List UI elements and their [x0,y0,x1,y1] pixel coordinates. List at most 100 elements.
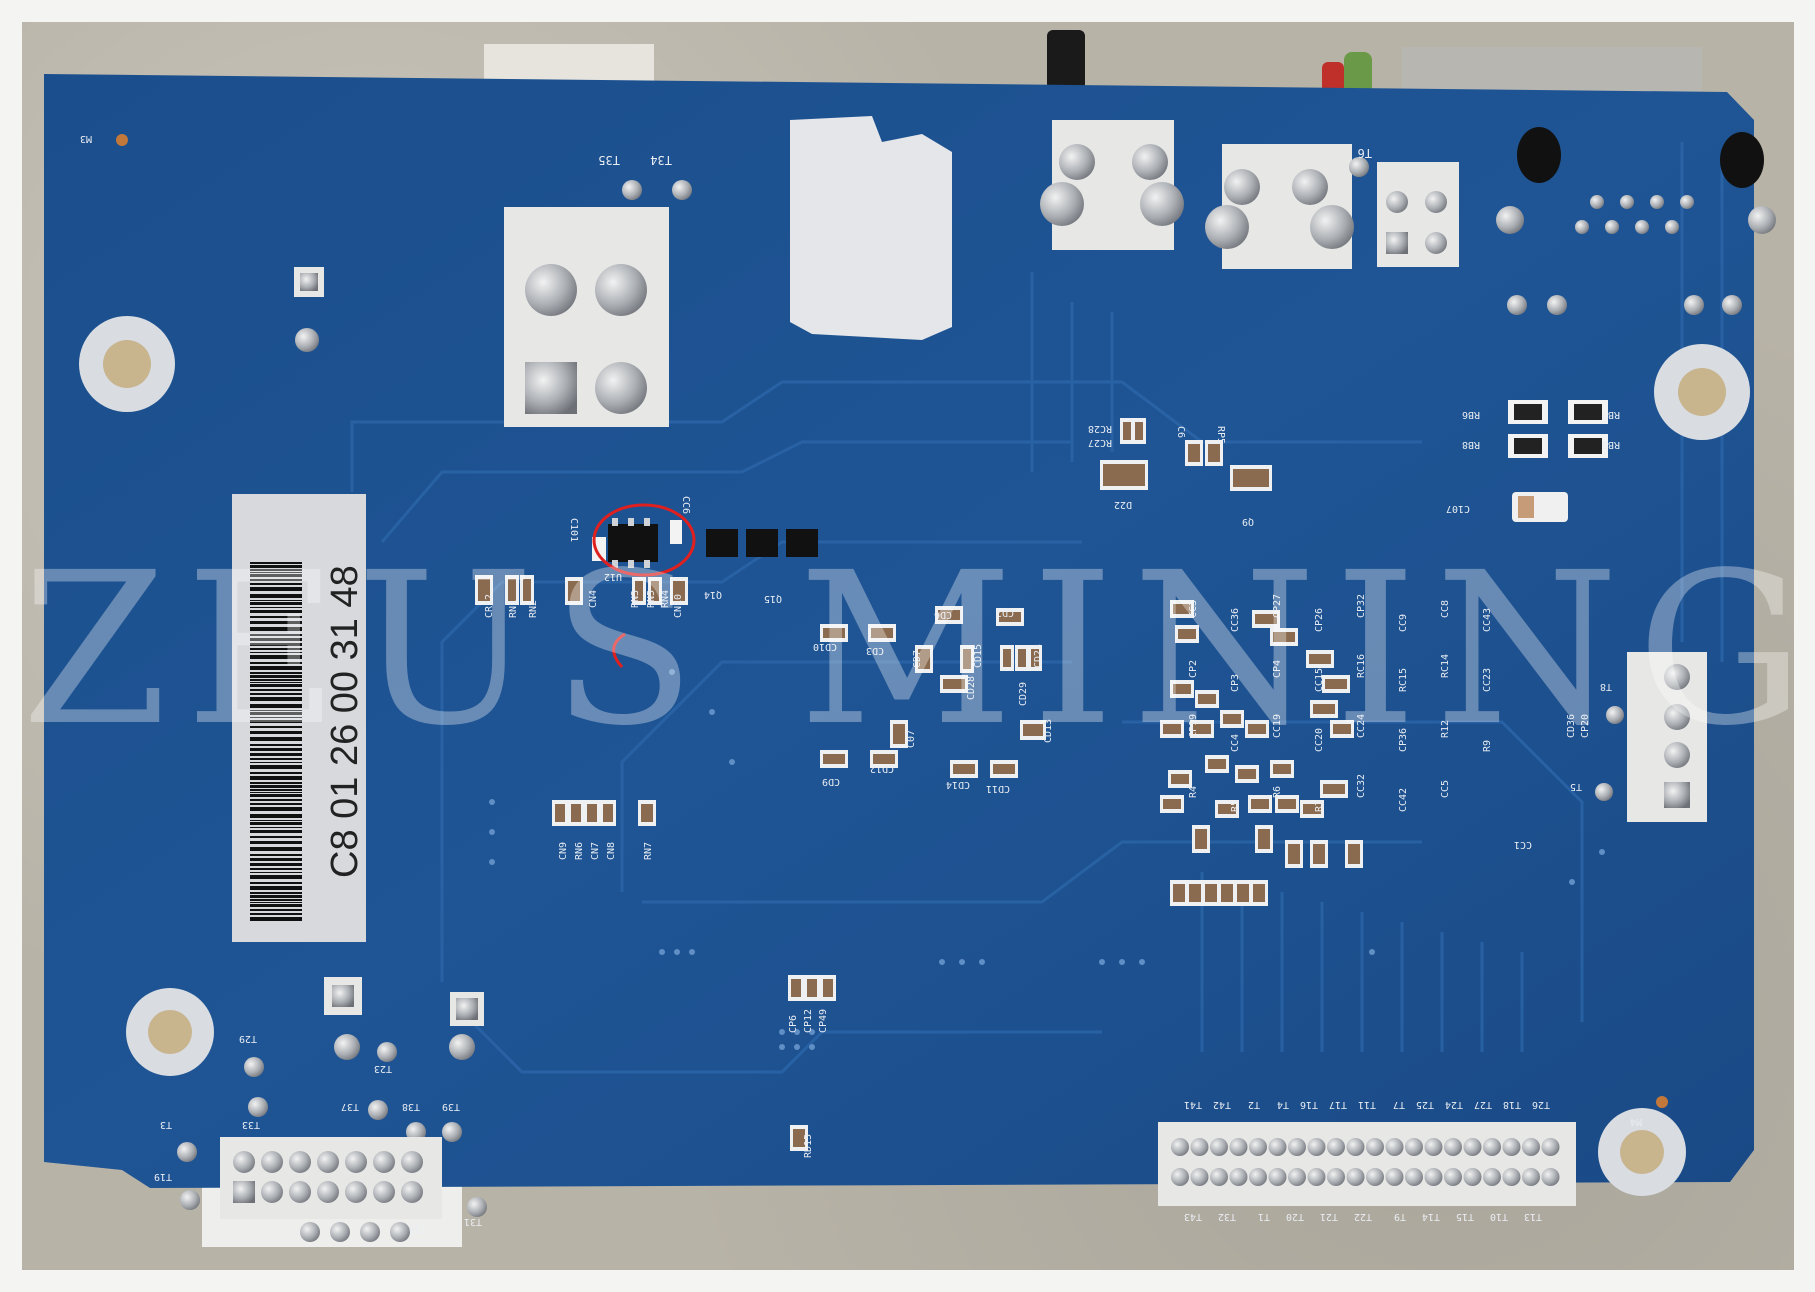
silk-t29: T29 [239,1033,257,1044]
smd-body [1173,684,1191,694]
smd-body [1003,649,1011,667]
header-pin [1346,1138,1365,1156]
barrel-jack [1047,30,1085,90]
silk-right-label: CP26 [1314,608,1325,632]
silk-right-label: CP36 [1398,728,1409,752]
silk-c6: C6 [1175,426,1186,438]
barcode-bar [250,666,302,670]
silk-t37: T37 [341,1101,359,1112]
smd-body [943,679,965,689]
silk-cd3: CD3 [866,645,884,656]
header-pin [1210,1168,1228,1186]
barcode-bar [250,758,302,760]
barcode-bar [250,569,302,571]
header-pin [1366,1168,1384,1186]
silk-header-top-label: T18 [1503,1099,1521,1110]
silk-rd15: RD15 [803,1134,814,1158]
header-pin [1288,1168,1306,1186]
header-pin [1346,1168,1365,1186]
smd-body [823,754,845,764]
header-pin [1444,1168,1462,1186]
smd-body [1288,844,1300,864]
silk-c107: C107 [1446,503,1470,514]
silk-header-top-label: T11 [1358,1099,1376,1110]
silk-header-bottom-label: T22 [1354,1211,1372,1222]
header-pin [1405,1138,1423,1156]
smd-components [475,418,1363,1151]
pcb-photo: C8 01 26 00 31 48 T35 T34 [22,22,1794,1270]
smd-body [1313,844,1325,864]
silk-right-label: CC42 [1398,788,1409,812]
barcode-bar [250,562,302,564]
smd-body [568,581,580,601]
header-pin [1190,1168,1209,1186]
silk-rn1: RN1 [508,600,519,618]
barcode-bar [250,847,302,851]
silk-header-bottom-label: T13 [1524,1211,1542,1222]
barcode-bar [250,594,302,598]
smd-body [953,764,975,774]
barcode-bar [250,679,302,681]
silk-right-label: R9 [1482,740,1493,752]
smd-body [1188,444,1200,462]
header-pin [1210,1138,1228,1156]
silk-rc27: RC27 [1088,437,1112,448]
barcode-bar [250,693,302,695]
smd-body [1189,884,1201,902]
smd-body [1163,799,1181,809]
silk-rb5: RB5 [1602,439,1620,450]
barcode-bar [250,899,302,901]
silk-right-label: R6 [1272,786,1283,798]
serial-number: C8 01 26 00 31 48 [324,565,366,878]
barcode-bar [250,830,302,833]
silk-cd28: CD28 [966,676,977,700]
header-pin [1424,1138,1443,1156]
barcode-bar [250,634,302,636]
header-pin [345,1181,367,1203]
smd-body [587,804,597,822]
silk-header-top-label: T41 [1184,1099,1202,1110]
silk-cd2: CD2 [996,607,1014,618]
smd-body [1348,844,1360,864]
header-pin [373,1151,395,1173]
silk-header-top-label: T42 [1213,1099,1231,1110]
silk-rb6: RB6 [1462,409,1480,420]
smd-body [571,804,581,822]
silk-t5: T5 [1570,781,1582,792]
barcode-bar [250,662,302,664]
header-pin [1268,1138,1287,1156]
smd-body [1273,764,1291,774]
header-pin [1483,1168,1501,1186]
silk-header-bottom-label: T21 [1320,1211,1338,1222]
silk-t33: T33 [242,1119,260,1130]
smd-body [893,724,905,744]
header-pin [1483,1138,1501,1156]
silk-cp49: CP49 [818,1009,829,1033]
smd-body [1253,884,1265,902]
barcode-bar [250,583,302,585]
silk-right-label: CP27 [1272,594,1283,618]
barcode-bar [250,737,302,741]
barcode-bar [250,600,302,601]
barcode-bar [250,572,302,573]
smd-body [823,979,833,997]
smd-body [1323,784,1345,794]
barcode-bar [250,602,302,605]
silk-header-bottom-label: T10 [1490,1211,1508,1222]
silk-header-top-label: T26 [1532,1099,1550,1110]
silk-cd11: CD11 [986,783,1010,794]
header-pin [1307,1138,1326,1156]
smd-body [1278,799,1296,809]
silk-header-top-label: T17 [1329,1099,1347,1110]
barcode-bar [250,574,302,577]
red-mark-annotation [612,632,626,669]
silk-cp6: CP6 [788,1015,799,1033]
barcode-bar [250,794,302,797]
silk-right-label: CP32 [1356,594,1367,618]
barcode-bar [250,814,302,818]
barcode-bar [250,765,302,769]
smd-body [1238,769,1256,779]
silk-rn2: RN2 [528,600,539,618]
header-pin [1327,1168,1345,1186]
smd-body [1303,804,1321,814]
